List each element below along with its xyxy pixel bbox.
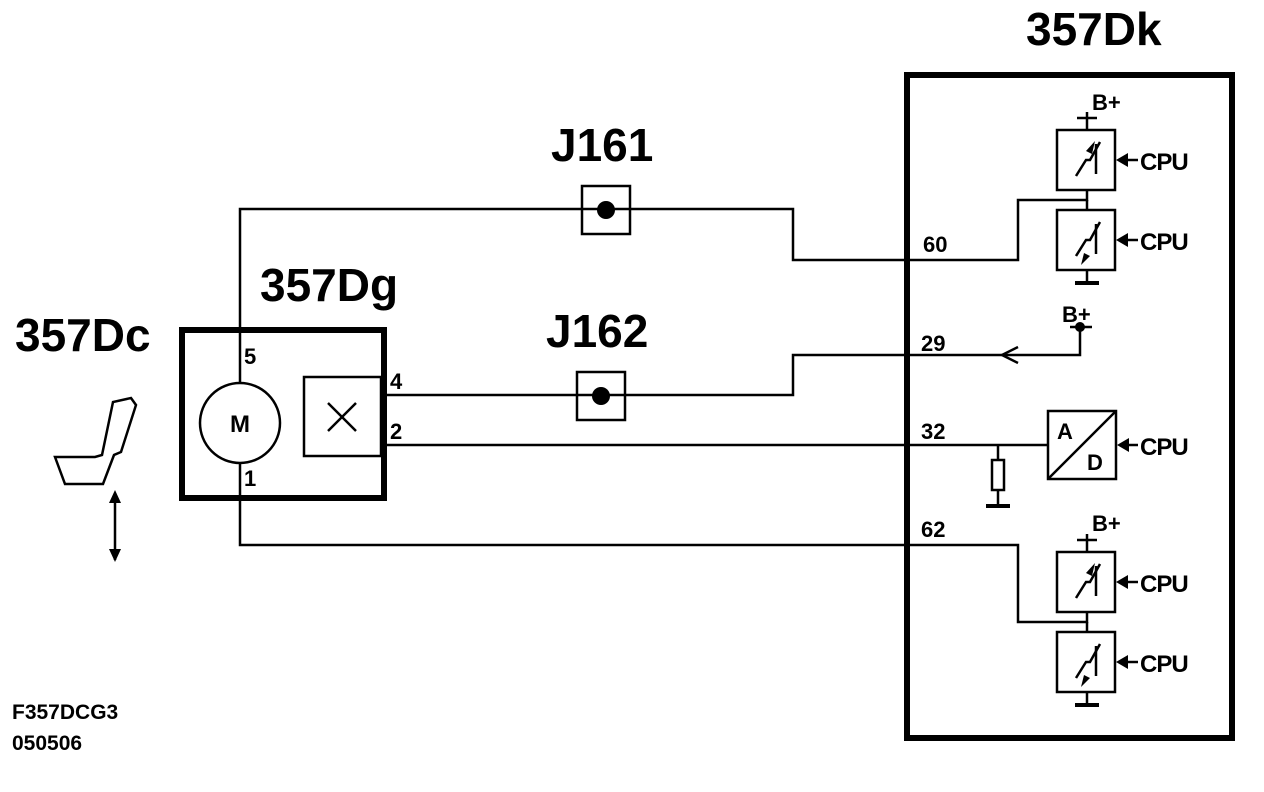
motor-unit-box [179, 327, 387, 501]
adc-icon: A D [1046, 409, 1118, 481]
cpu-label: CPU [1140, 571, 1188, 598]
pin-32-label: 32 [921, 419, 945, 444]
connector-j161-label: J161 [551, 119, 653, 171]
pin-4-label: 4 [390, 369, 403, 394]
seat-label: 357Dc [15, 309, 151, 361]
motor-icon: M [198, 381, 282, 465]
arrow-icon [1001, 345, 1019, 365]
transistor-pair-bottom: B+ CPU CPU [1055, 511, 1189, 707]
transistor-pair-top: B+ CPU CPU [1055, 90, 1189, 285]
ground-icon [1075, 692, 1099, 707]
connector-icon [580, 184, 632, 236]
transistor-icon [1055, 630, 1117, 694]
connector-icon [575, 370, 627, 422]
ecu-box [904, 72, 1235, 741]
transistor-icon [1055, 550, 1117, 614]
connector-j162-label: J162 [546, 305, 648, 357]
bplus-label: B+ [1092, 511, 1121, 536]
ecu-label: 357Dk [1026, 3, 1162, 55]
resistor-icon [986, 445, 1010, 508]
ground-icon [1075, 270, 1099, 285]
transistor-icon [1055, 208, 1117, 272]
cpu-label: CPU [1140, 229, 1188, 256]
pin-62-label: 62 [921, 517, 945, 542]
pin-1-label: 1 [244, 466, 256, 491]
pin-2-label: 2 [390, 419, 402, 444]
adc-a-label: A [1057, 419, 1073, 444]
bplus-label: B+ [1062, 302, 1091, 327]
cpu-label: CPU [1140, 434, 1188, 461]
adc-d-label: D [1087, 450, 1103, 475]
seat-icon [53, 396, 138, 562]
diagram-date: 050506 [12, 732, 82, 755]
diagram-code: F357DCG3 [12, 701, 118, 724]
pin-5-label: 5 [244, 344, 256, 369]
cpu-label: CPU [1140, 149, 1188, 176]
wire-pin4-to-29 [381, 327, 1082, 397]
bplus-label: B+ [1092, 90, 1121, 115]
pin-60-label: 60 [923, 232, 947, 257]
cpu-label: CPU [1140, 651, 1188, 678]
motor-symbol: M [230, 411, 250, 438]
wire-pin1-to-62 [238, 463, 1089, 624]
position-sensor-icon [302, 375, 383, 458]
transistor-icon [1055, 128, 1117, 192]
pin-29-label: 29 [921, 331, 945, 356]
motor-unit-label: 357Dg [260, 259, 398, 311]
